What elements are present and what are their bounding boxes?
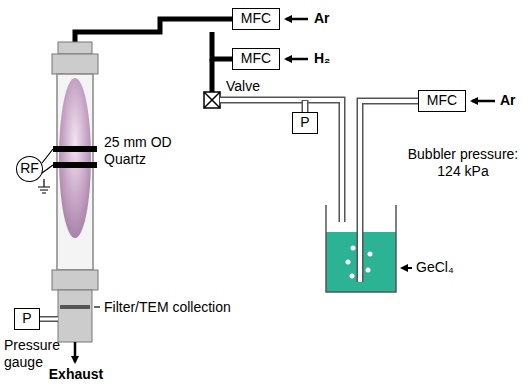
- instrument-box: P: [292, 112, 318, 134]
- bubble: [366, 268, 371, 273]
- annotation-label: H₂: [314, 50, 330, 67]
- tube: [220, 100, 342, 222]
- tube: [360, 101, 418, 282]
- plasma-glow: [59, 78, 91, 238]
- fitting: [52, 54, 98, 74]
- ground-symbol: [38, 179, 50, 193]
- instrument-box: P: [14, 308, 40, 330]
- inlet-arrow: [286, 18, 308, 21]
- node-text: MFC: [241, 11, 271, 26]
- valve-symbol: [204, 92, 220, 108]
- bubble: [368, 252, 373, 257]
- rf-source-circle: RF: [16, 156, 43, 182]
- tube: [40, 316, 58, 322]
- annotation-label: GeCl₄: [416, 259, 454, 276]
- node-text: RF: [20, 161, 39, 176]
- node-text: P: [300, 115, 309, 130]
- pointer-arrow: [402, 267, 412, 269]
- tube: [220, 100, 342, 222]
- annotation-label: Ar: [314, 10, 330, 27]
- annotation-label: Bubbler pressure: 124 kPa: [404, 146, 522, 180]
- instrument-box: MFC: [418, 90, 466, 112]
- node-text: P: [22, 311, 31, 326]
- annotation-label: Valve: [226, 78, 260, 95]
- rf-coil: [53, 162, 97, 168]
- bubble: [346, 260, 351, 265]
- gas-line: [75, 19, 232, 44]
- tube: [302, 100, 309, 112]
- annotation-label: Ar: [500, 92, 516, 109]
- annotation-label: Pressure gauge: [4, 337, 68, 371]
- node-text: MFC: [241, 51, 271, 66]
- fitting: [58, 42, 92, 54]
- tube: [360, 101, 418, 282]
- annotation-label: Filter/TEM collection: [104, 299, 231, 316]
- annotation-label: Exhaust: [45, 366, 107, 383]
- instrument-box: MFC: [232, 8, 280, 30]
- inlet-arrow: [286, 58, 308, 61]
- gas-line: [212, 32, 232, 59]
- rf-coil: [53, 146, 97, 152]
- valve-symbol: [204, 92, 220, 108]
- tube: [40, 318, 58, 321]
- instrument-box: MFC: [232, 48, 280, 70]
- annotation-label: 25 mm OD Quartz: [104, 134, 196, 168]
- tube: [303, 101, 307, 112]
- inlet-arrow: [472, 100, 495, 103]
- filter-holder: [58, 290, 92, 342]
- leader-line: [94, 306, 100, 307]
- filter: [60, 305, 90, 309]
- fitting: [52, 270, 98, 290]
- node-text: MFC: [427, 93, 457, 108]
- quartz-tube: [57, 74, 93, 270]
- rf-wire: [42, 149, 53, 173]
- gas-line: [210, 59, 215, 92]
- exhaust-arrow: [74, 342, 77, 362]
- bubble: [350, 274, 355, 279]
- bubble: [351, 246, 356, 251]
